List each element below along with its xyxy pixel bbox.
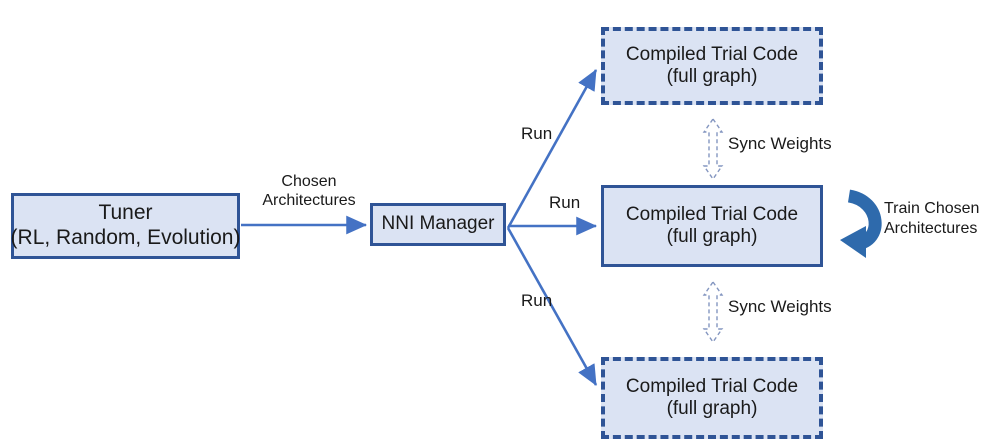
edge-sync-weights-top bbox=[702, 117, 724, 181]
edge-label-run-top: Run bbox=[521, 124, 553, 143]
edge-label-sync-weights-bottom: Sync Weights bbox=[728, 297, 832, 316]
node-trial-code-bottom-line2: (full graph) bbox=[666, 398, 758, 419]
node-trial-code-middle-line2: (full graph) bbox=[666, 226, 758, 247]
edge-label-train-chosen-line2: Architectures bbox=[884, 220, 978, 238]
node-trial-code-top-line1: Compiled Trial Code bbox=[625, 43, 799, 65]
edge-label-sync-weights-top: Sync Weights bbox=[728, 134, 832, 153]
node-tuner[interactable]: Tuner (RL, Random, Evolution) bbox=[11, 193, 240, 259]
edge-label-run-bottom: Run bbox=[521, 291, 553, 310]
node-trial-code-top[interactable]: Compiled Trial Code (full graph) bbox=[601, 27, 823, 105]
node-nni-manager[interactable]: NNI Manager bbox=[370, 203, 506, 246]
edge-label-chosen-architectures-line2: Architectures bbox=[262, 192, 356, 210]
edge-label-chosen-architectures-line1: Chosen bbox=[281, 173, 337, 190]
node-trial-code-top-line2: (full graph) bbox=[666, 66, 758, 87]
edge-sync-weights-bottom bbox=[702, 280, 724, 344]
node-trial-code-middle[interactable]: Compiled Trial Code (full graph) bbox=[601, 185, 823, 267]
node-nni-manager-line1: NNI Manager bbox=[381, 213, 495, 235]
edge-label-chosen-architectures: Chosen Architectures bbox=[256, 172, 362, 210]
node-tuner-line1: Tuner bbox=[98, 201, 153, 225]
node-trial-code-bottom[interactable]: Compiled Trial Code (full graph) bbox=[601, 357, 823, 439]
node-trial-code-bottom-line1: Compiled Trial Code bbox=[625, 375, 799, 397]
edge-label-run-middle: Run bbox=[549, 193, 581, 212]
edge-train-loop-curved-arrow bbox=[840, 189, 882, 258]
edge-label-train-chosen-line1: Train Chosen bbox=[884, 200, 980, 217]
node-trial-code-middle-line1: Compiled Trial Code bbox=[625, 203, 799, 225]
node-tuner-line2: (RL, Random, Evolution) bbox=[10, 226, 241, 249]
edge-label-train-chosen-architectures: Train Chosen Architectures bbox=[884, 199, 989, 240]
